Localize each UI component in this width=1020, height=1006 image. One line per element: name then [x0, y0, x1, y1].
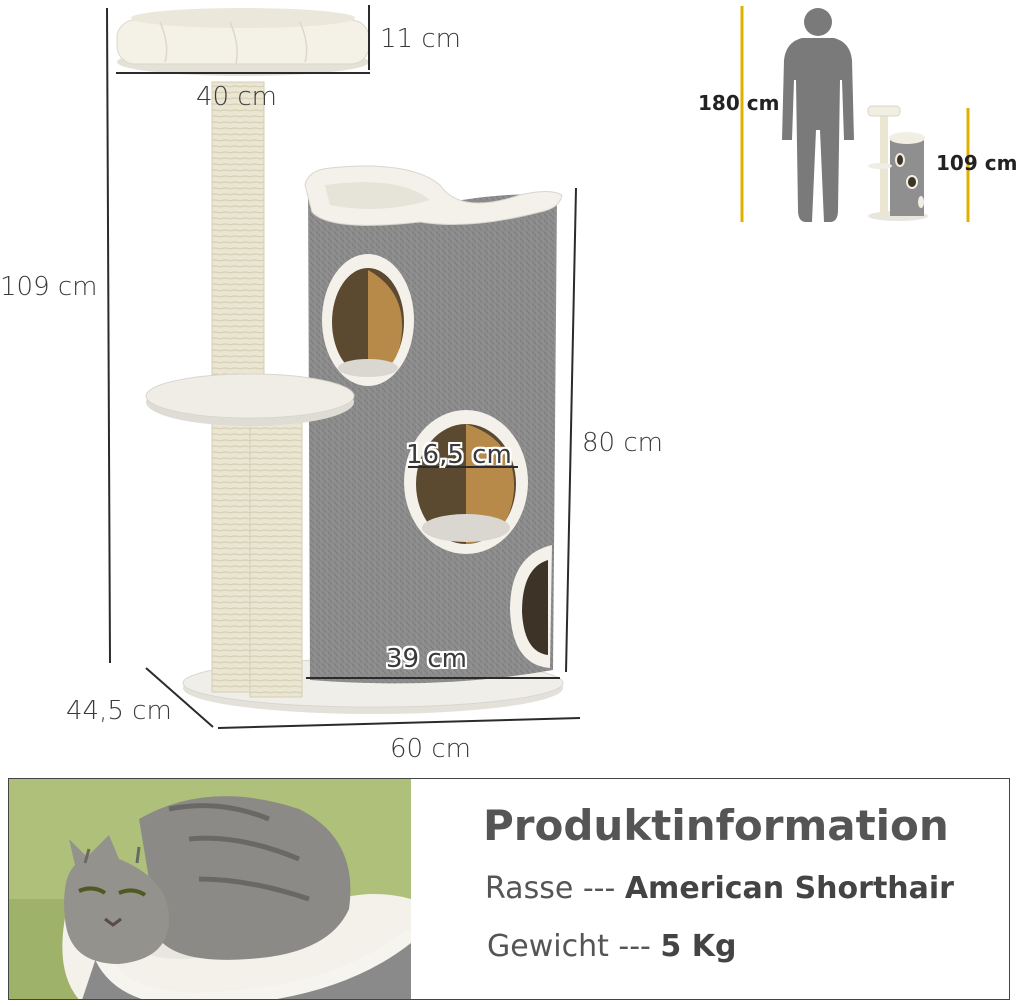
weight-row: Gewicht --- 5 Kg: [487, 929, 736, 964]
person-silhouette-icon: [782, 8, 854, 222]
bed-diameter-label: 40 cm: [196, 82, 277, 112]
barrel-height-label: 80 cm: [582, 428, 663, 458]
cat-tree-illustration: [106, 5, 581, 729]
hole-diameter-label: 16,5 cm: [406, 440, 512, 470]
product-height-label: 109 cm: [936, 151, 1018, 175]
person-height-label: 180 cm: [698, 91, 780, 115]
total-height-label: 109 cm: [0, 272, 98, 302]
product-info-panel: Produktinformation Rasse --- American Sh…: [8, 778, 1010, 1000]
breed-row: Rasse --- American Shorthair: [485, 871, 954, 906]
depth-label: 44,5 cm: [66, 696, 172, 726]
bed-height-label: 11 cm: [380, 24, 461, 54]
barrel-tower: [304, 165, 563, 684]
weight-value: 5 Kg: [660, 929, 737, 964]
dimension-lines: [106, 5, 581, 729]
cat-tree-thumbnail-icon: [867, 105, 928, 221]
scale-comparison: [740, 6, 970, 222]
product-info-title: Produktinformation: [483, 801, 949, 850]
breed-value: American Shorthair: [624, 871, 954, 906]
cat-photo: [9, 779, 411, 999]
platform: [145, 373, 355, 426]
sisal-post-short: [249, 414, 303, 698]
weight-label: Gewicht ---: [487, 929, 661, 964]
barrel-width-label: 39 cm: [386, 644, 467, 674]
top-bed: [116, 8, 370, 76]
breed-label: Rasse ---: [485, 871, 625, 906]
cat-body: [64, 796, 351, 964]
width-label: 60 cm: [390, 734, 471, 764]
